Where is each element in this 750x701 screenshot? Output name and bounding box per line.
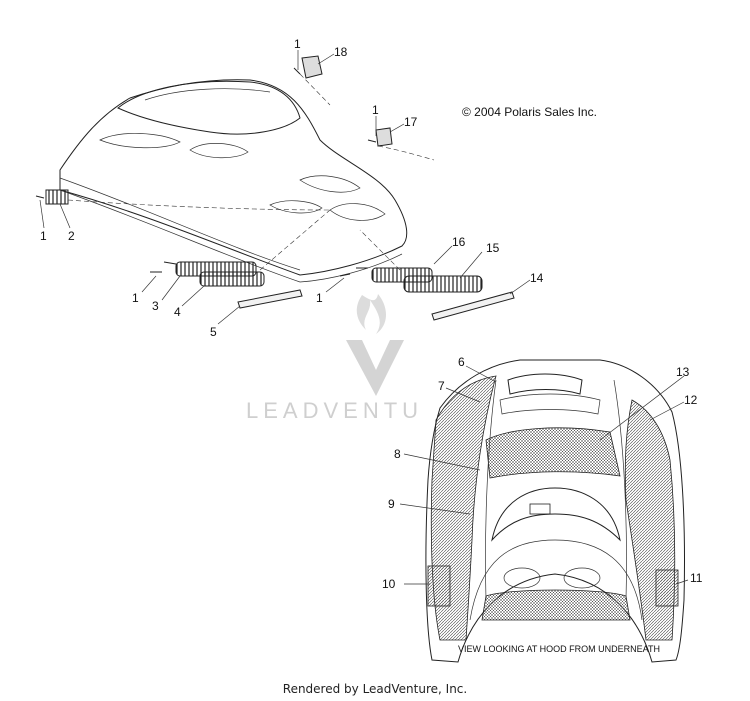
callout-1-lower-left: 1 [132,291,139,305]
callout-9: 9 [388,497,395,511]
callout-7: 7 [438,379,445,393]
hood-underside-view: 6 7 13 12 8 9 10 11 VIEW LOOKING AT HOOD… [382,355,703,663]
hood-vent-left [99,133,181,149]
part-4-louver [199,271,265,287]
callout-1-right: 1 [372,103,379,117]
screws-part-1 [35,67,377,277]
hood-assembly: 1 18 1 17 1 2 16 15 14 1 3 4 1 5 [35,37,544,339]
watermark-text: LEADVENTU [246,398,423,423]
callout-5: 5 [210,325,217,339]
hood-stripe [59,177,301,271]
underside-vent-mid [499,393,601,415]
callout-1-left: 1 [40,229,47,243]
callout-15: 15 [486,241,500,255]
watermark-flame-icon [356,294,386,334]
nose-arch [469,539,643,621]
callout-8: 8 [394,447,401,461]
center-bracket [529,503,551,515]
callout-2: 2 [68,229,75,243]
watermark: LEADVENTU [246,294,423,423]
watermark-v-icon [346,340,404,396]
inner-rail-left [485,379,497,601]
hood-lower-edge [59,189,403,283]
lamp-left [503,567,541,589]
alignment-lines [67,73,435,271]
callout-6: 6 [458,355,465,369]
part-18-clip [301,55,323,79]
callout-3: 3 [152,299,159,313]
callout-1-lower-center: 1 [316,291,323,305]
part-17-clip [375,127,393,147]
hood-vent-right [269,200,323,214]
hood-vent-center [189,143,249,159]
windshield [117,80,301,135]
footer-credit: Rendered by LeadVenture, Inc. [282,682,468,696]
headlight-opening [491,487,621,542]
callout-12: 12 [684,393,698,407]
callout-16: 16 [452,235,466,249]
callout-10: 10 [382,577,396,591]
callout-4: 4 [174,305,181,319]
hood-scoop [299,175,361,193]
decal-center [485,427,621,479]
view-note: VIEW LOOKING AT HOOD FROM UNDERNEATH [458,644,660,654]
underside-vent-top [507,373,583,395]
part-16-louver [403,275,483,293]
callout-17: 17 [404,115,418,129]
leader-lines-top [39,50,531,325]
leader-lines-bottom [399,365,689,585]
windshield-trim [144,88,271,101]
callout-1-top: 1 [294,37,301,51]
part-5-strip [237,289,303,309]
underside-outline [425,359,685,663]
decal-11 [655,569,679,607]
lamp-right [563,567,601,589]
callout-11: 11 [690,571,703,585]
callout-13: 13 [676,365,690,379]
part-2-vent [45,189,69,205]
callout-14: 14 [530,271,544,285]
callout-18: 18 [334,45,348,59]
lower-grille [481,589,631,621]
hood-nose-vent [329,203,386,221]
copyright-notice: © 2004 Polaris Sales Inc. [462,105,597,119]
part-14-strip [431,291,515,321]
decal-10 [427,565,451,607]
inner-rail-right [613,379,627,601]
